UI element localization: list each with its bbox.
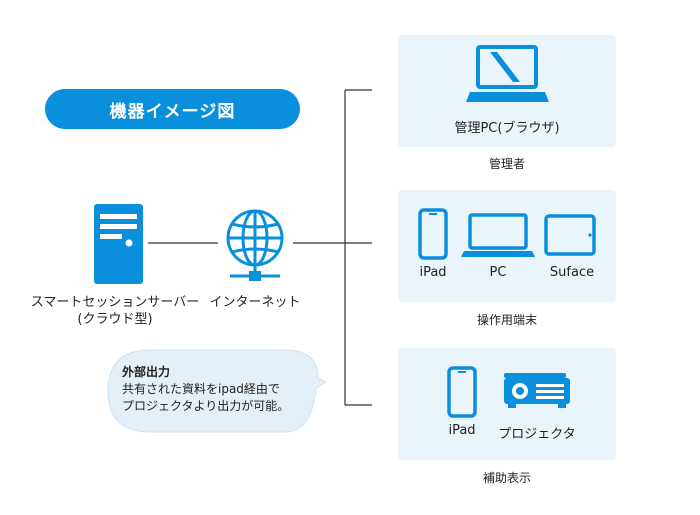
aux-ipad-label: iPad <box>448 423 476 438</box>
note-line2: プロジェクタより出力が可能。 <box>122 399 290 413</box>
diagram-title: 機器イメージ図 <box>45 89 300 129</box>
tablet-icon <box>544 214 596 256</box>
server-label-sub: (クラウド型) <box>77 312 153 327</box>
note-title: 外部出力 <box>122 365 171 379</box>
ipad-label: iPad <box>419 265 447 280</box>
admin-pc-label: 管理PC(ブラウザ) <box>454 121 560 136</box>
operation-caption: 操作用端末 <box>476 313 537 327</box>
laptop-icon <box>461 213 535 257</box>
projector-label: プロジェクタ <box>498 427 576 442</box>
admin-caption: 管理者 <box>488 157 525 171</box>
pc-label: PC <box>489 265 507 280</box>
smartphone-icon <box>418 208 448 260</box>
internet-label: インターネット <box>209 295 301 310</box>
aux-caption: 補助表示 <box>482 471 531 485</box>
admin-panel <box>398 35 616 147</box>
smartphone-icon <box>447 366 477 418</box>
projector-icon <box>504 373 570 408</box>
note-text: 外部出力 共有された資料をipad経由で プロジェクタより出力が可能。 <box>122 364 289 415</box>
server-label: スマートセッションサーバー <box>30 295 200 310</box>
note-line1: 共有された資料をipad経由で <box>122 382 280 396</box>
surface-label: Suface <box>549 265 595 280</box>
